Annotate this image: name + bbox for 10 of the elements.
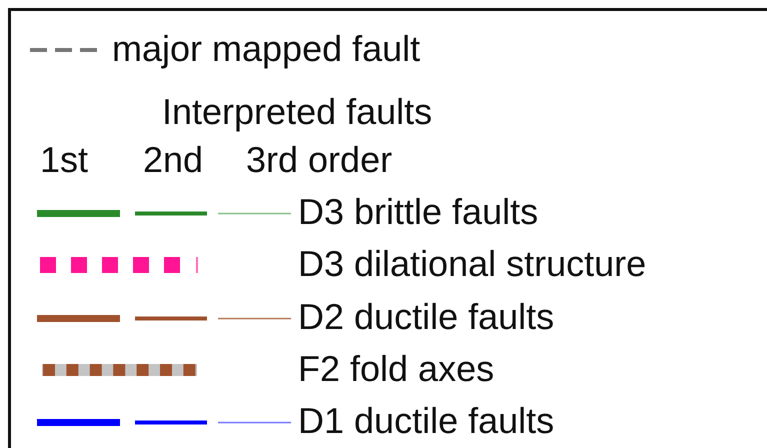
legend-text: F2 fold axes: [298, 349, 494, 389]
legend-text: D2 ductile faults: [298, 297, 554, 337]
legend-text: D3 dilational structure: [298, 244, 646, 284]
column-label: 1st: [40, 140, 88, 180]
legend-text: D1 ductile faults: [298, 401, 554, 441]
legend-heading: Interpreted faults: [162, 92, 432, 132]
column-label: 2nd: [143, 140, 204, 180]
legend-text: D3 brittle faults: [298, 192, 538, 232]
legend-text: major mapped fault: [112, 29, 420, 69]
column-label: 3rd order: [246, 140, 392, 180]
